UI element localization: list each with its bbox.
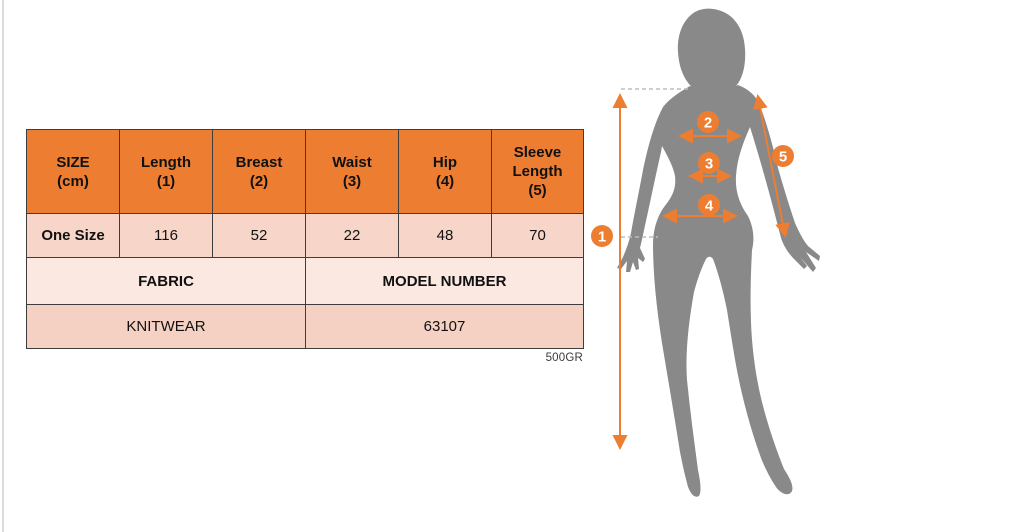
header-sleeve-length: Sleeve Length (5) [491,129,584,214]
marker-label: 5 [779,149,787,166]
weight-note: 500GR [545,352,583,364]
breast-value-cell: 52 [212,213,306,258]
header-text: (5) [528,182,547,199]
length-value-cell: 116 [119,213,213,258]
fabric-value-cell: KNITWEAR [26,304,306,349]
measurement-figure: 1 2 3 4 5 [591,8,820,497]
size-label-cell: One Size [26,213,120,258]
sleeve-length-arrow [752,94,791,238]
size-values-row: One Size 116 52 22 48 70 [26,213,584,258]
info-values-row: KNITWEAR 63107 [26,304,584,349]
marker-label: 1 [598,229,606,246]
header-hip: Hip (4) [398,129,492,214]
hip-value-cell: 48 [398,213,492,258]
header-text: SIZE [56,153,90,171]
table-header-row: SIZE (cm) Length (1) Breast (2) Waist (3… [26,129,584,214]
header-text: Breast [235,153,283,171]
header-waist: Waist (3) [305,129,399,214]
silhouette-body [617,85,820,497]
header-text: Hip [432,153,458,171]
model-number-label-cell: MODEL NUMBER [305,257,584,305]
waist-value-cell: 22 [305,213,399,258]
measure-markers: 1 2 3 4 5 [591,111,794,247]
header-text: Sleeve [513,144,562,161]
sleeve-value-cell: 70 [491,213,584,258]
marker-label: 3 [705,156,713,173]
marker-label: 4 [705,198,714,215]
header-size: SIZE (cm) [26,129,120,214]
size-chart-table: SIZE (cm) Length (1) Breast (2) Waist (3… [26,129,584,349]
info-labels-row: FABRIC MODEL NUMBER [26,257,584,305]
marker-sleeve: 5 [772,145,794,167]
header-text: Length [512,163,563,180]
header-text: (2) [249,172,269,190]
header-text: (1) [156,172,176,190]
header-breast: Breast (2) [212,129,306,214]
header-text: (cm) [57,172,89,190]
marker-label: 2 [704,115,712,132]
silhouette-head [677,8,746,92]
marker-hip: 4 [698,194,720,216]
fabric-label-cell: FABRIC [26,257,306,305]
header-text: Length [141,153,191,171]
marker-height: 1 [591,225,613,247]
marker-breast: 2 [697,111,719,133]
header-text: Waist [332,153,372,171]
header-text: (3) [342,172,362,190]
header-text: (4) [435,172,455,190]
page-edge-line [2,0,4,532]
marker-waist: 3 [698,152,720,174]
model-number-value-cell: 63107 [305,304,584,349]
female-silhouette [617,8,820,497]
header-length: Length (1) [119,129,213,214]
